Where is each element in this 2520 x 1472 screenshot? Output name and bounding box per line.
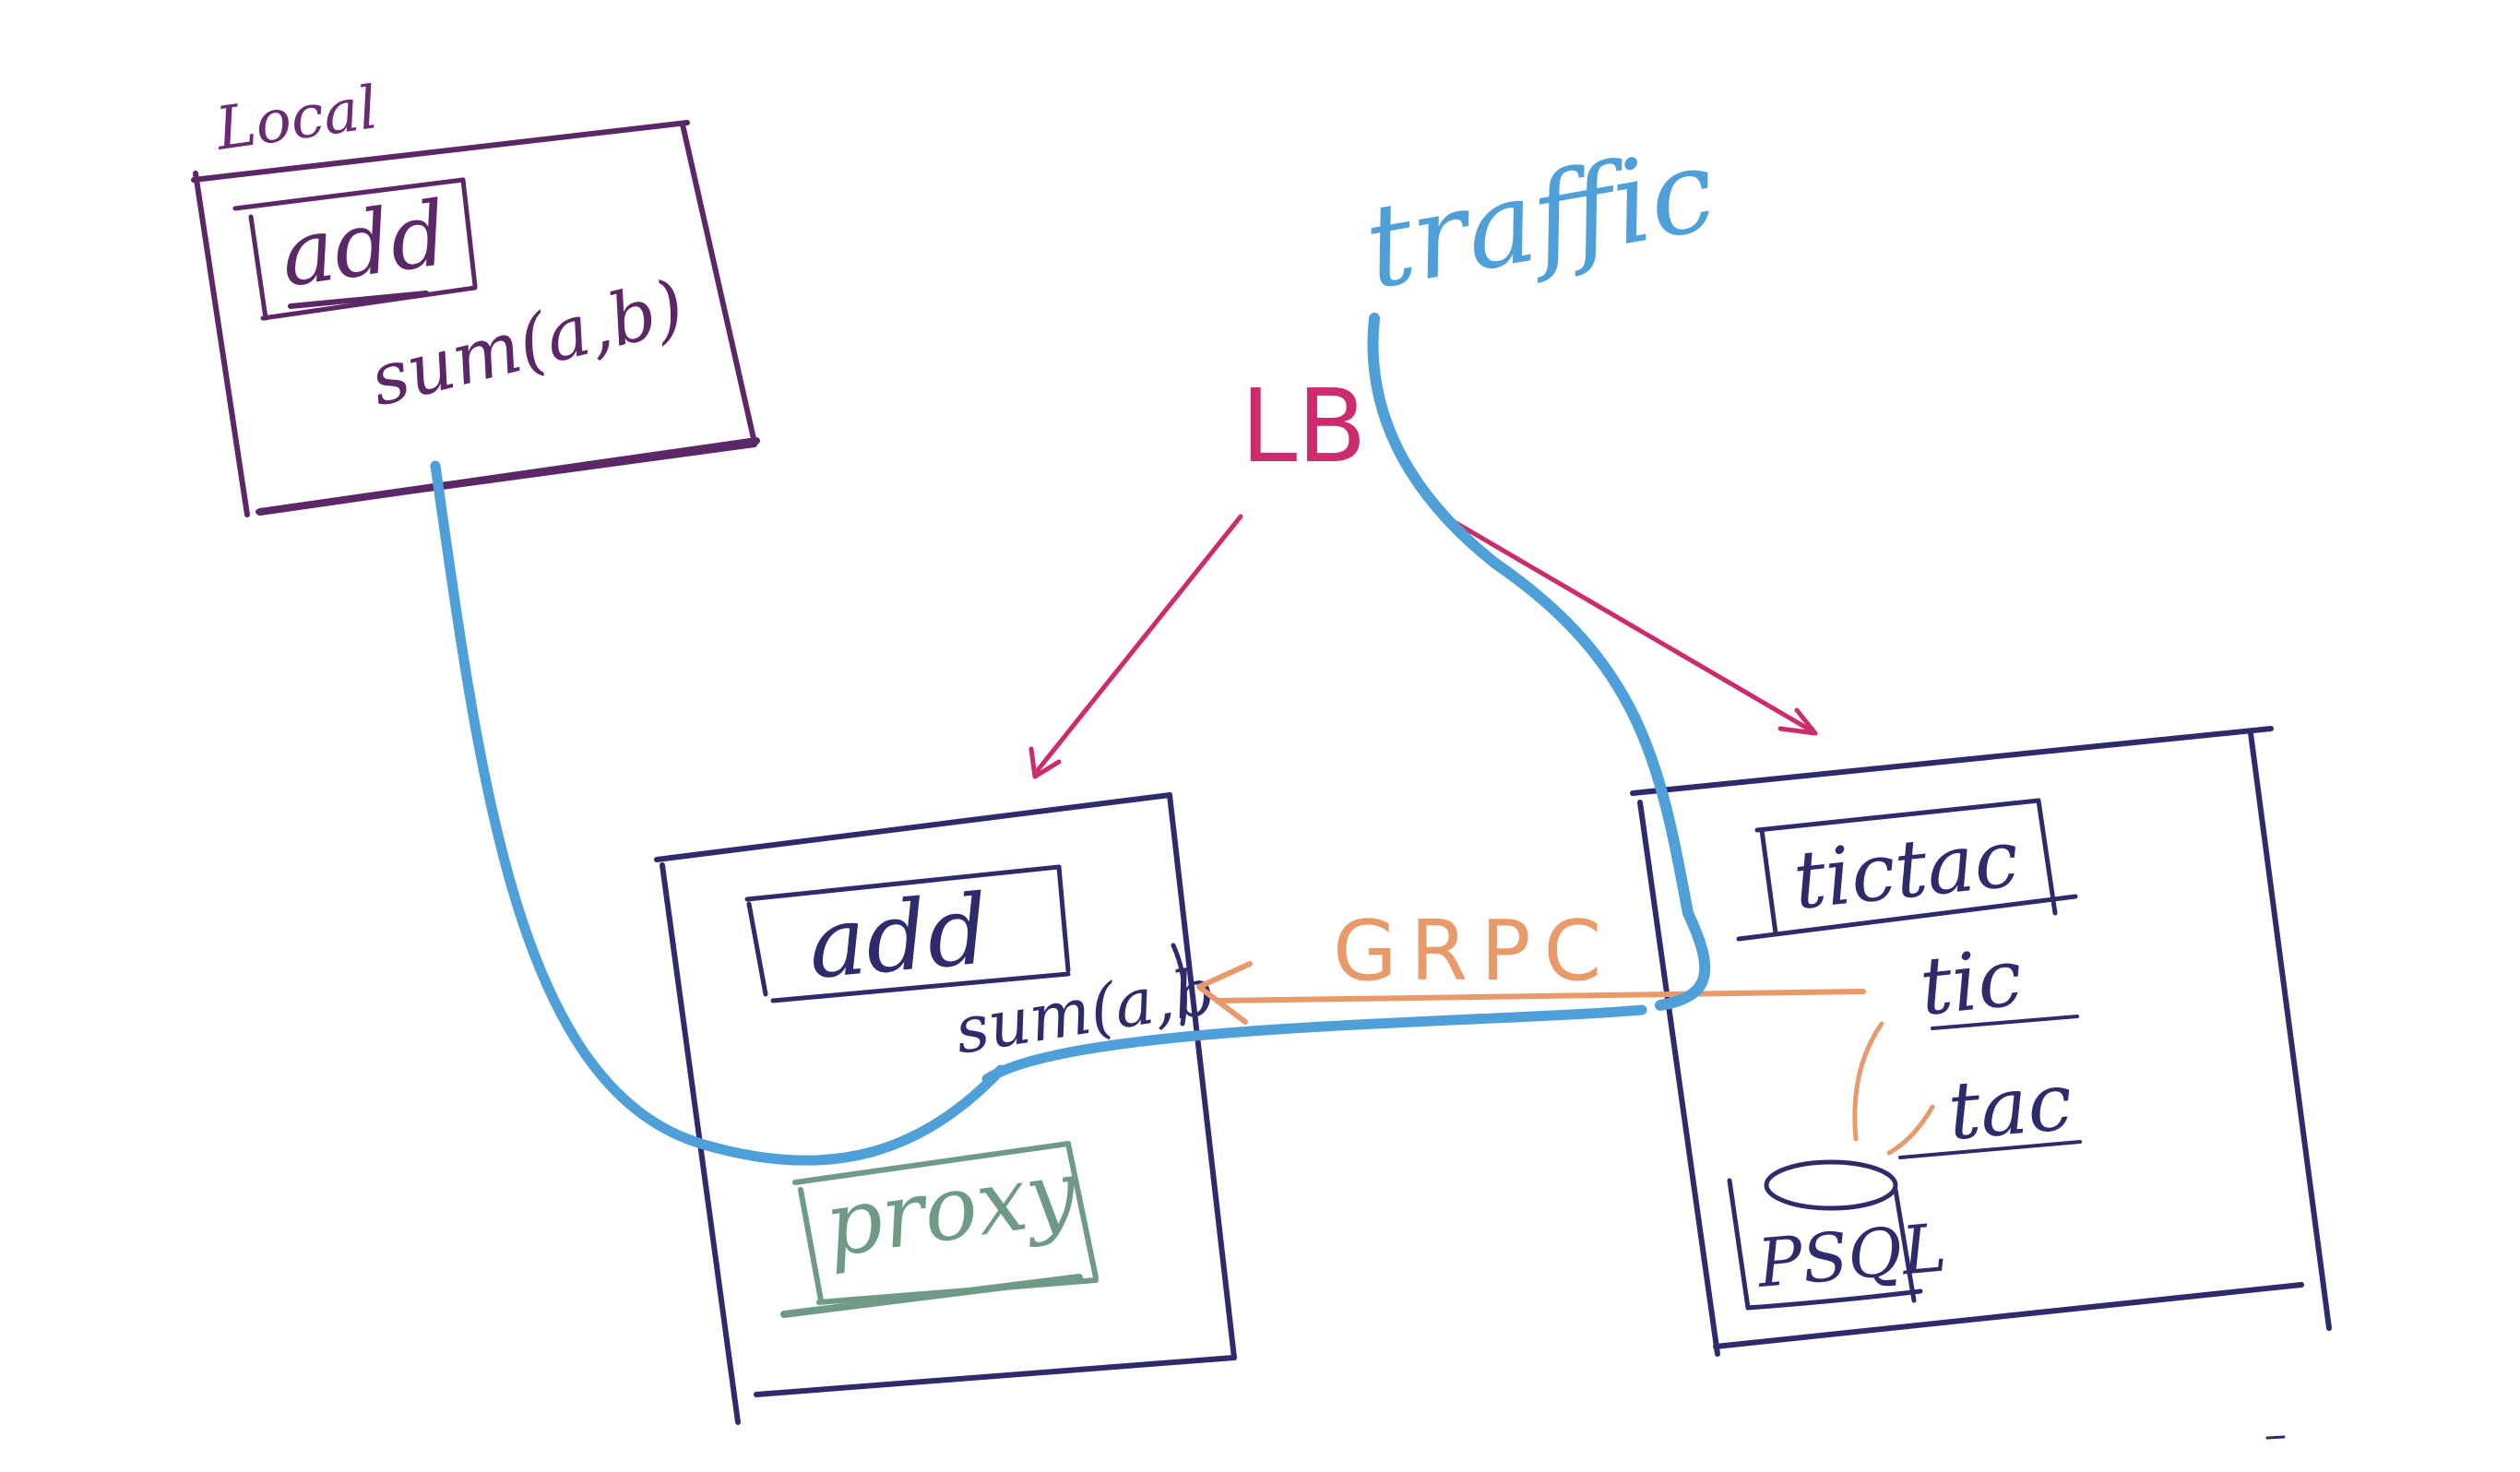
local-add-label: add [275, 182, 454, 307]
tic-to-db-link [1852, 1021, 1935, 1156]
lb-arrow-to-add-node [1028, 514, 1243, 779]
local-add-box [232, 177, 478, 321]
traffic-path-lb-to-tictac [1367, 313, 1711, 1011]
local-label: Local [211, 74, 382, 164]
add-node-add-box [744, 864, 1071, 1003]
proxy-box [780, 1141, 1099, 1318]
tictac-service-box [1736, 798, 2078, 942]
tic-underline [1931, 1015, 2079, 1030]
tac-label: tac [1944, 1056, 2075, 1158]
local-box [191, 120, 760, 517]
traffic-path-local-to-add [430, 460, 1647, 1166]
psql-db-cylinder [1727, 1159, 1923, 1311]
tic-label: tic [1916, 932, 2027, 1034]
tictac-node-box [1630, 726, 2332, 1357]
tictac-label: tictac [1789, 813, 2023, 928]
local-add-underline [288, 291, 429, 309]
stray-mark [2265, 1435, 2286, 1440]
grpc-arrow [1196, 961, 1866, 1025]
add-node-add-label: add [804, 873, 993, 1001]
traffic-label: traffic [1356, 124, 1724, 315]
psql-label: PSQL [1753, 1208, 1949, 1302]
tac-underline [1898, 1140, 2082, 1159]
sum-paren [1171, 943, 1187, 1027]
grpc-label: GRPC [1333, 903, 1614, 1000]
add-node-box [654, 792, 1237, 1425]
lb-arrow-to-tictac-node [1434, 509, 1818, 736]
lb-label: LB [1241, 367, 1367, 485]
